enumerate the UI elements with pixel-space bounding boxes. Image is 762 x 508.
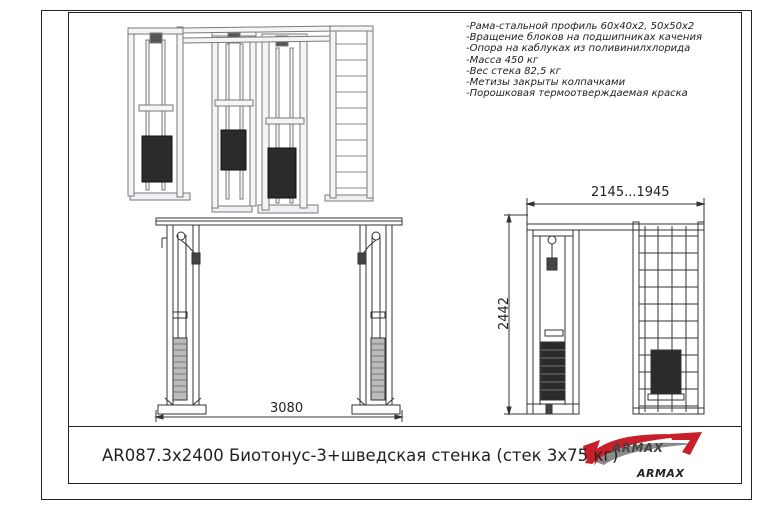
render-unit-1 xyxy=(127,26,184,198)
height-dimension-label: 2442 xyxy=(497,296,513,331)
width-dimension-label: 3080 xyxy=(270,401,304,416)
specifications-list: -Рама-стальной профиль 60x40x2, 50x50x2 … xyxy=(466,21,702,99)
render-unit-3 xyxy=(261,33,308,211)
title-block-divider xyxy=(68,426,742,427)
logo-mark-text: ARMAX xyxy=(612,441,664,455)
render-wall-bars xyxy=(329,25,374,199)
depth-dimension-label: 2145...1945 xyxy=(591,185,670,200)
spec-item: -Масса 450 кг xyxy=(466,54,539,66)
side-top-bar xyxy=(526,223,705,231)
spec-item: -Рама-стальной профиль 60x40x2, 50x50x2 xyxy=(466,21,695,32)
product-title: AR087.3x2400 Биотонус-3+шведская стенка … xyxy=(102,446,619,465)
height-dimension-line xyxy=(504,213,528,416)
front-left-tower xyxy=(157,224,207,415)
spec-item: -Вращение блоков на подшипниках качения xyxy=(466,32,702,44)
render-wall-rungs xyxy=(336,43,367,189)
logo-wordmark: ARMAX xyxy=(637,467,685,480)
side-view xyxy=(504,198,706,416)
armax-logo-mark xyxy=(583,432,702,466)
outer-border xyxy=(41,10,752,500)
side-wall-bars xyxy=(632,221,705,415)
spec-item: -Метизы закрыты колпачками xyxy=(466,77,626,89)
front-view xyxy=(154,217,404,422)
drawing-frame xyxy=(68,12,742,484)
render-top-rails xyxy=(182,25,336,44)
side-cable-station xyxy=(526,229,580,415)
spec-item: -Опора на каблуках из поливинилхлорида xyxy=(466,43,691,55)
render-base xyxy=(129,192,374,214)
product-render xyxy=(127,25,374,214)
render-unit-2 xyxy=(211,29,257,209)
front-right-tower xyxy=(351,224,401,415)
depth-dimension-line xyxy=(525,198,706,224)
width-dimension-line xyxy=(154,410,404,422)
spec-item: -Вес стека 82,5 кг xyxy=(466,65,561,77)
spec-item: -Порошковая термоотверждаемая краска xyxy=(466,88,688,100)
